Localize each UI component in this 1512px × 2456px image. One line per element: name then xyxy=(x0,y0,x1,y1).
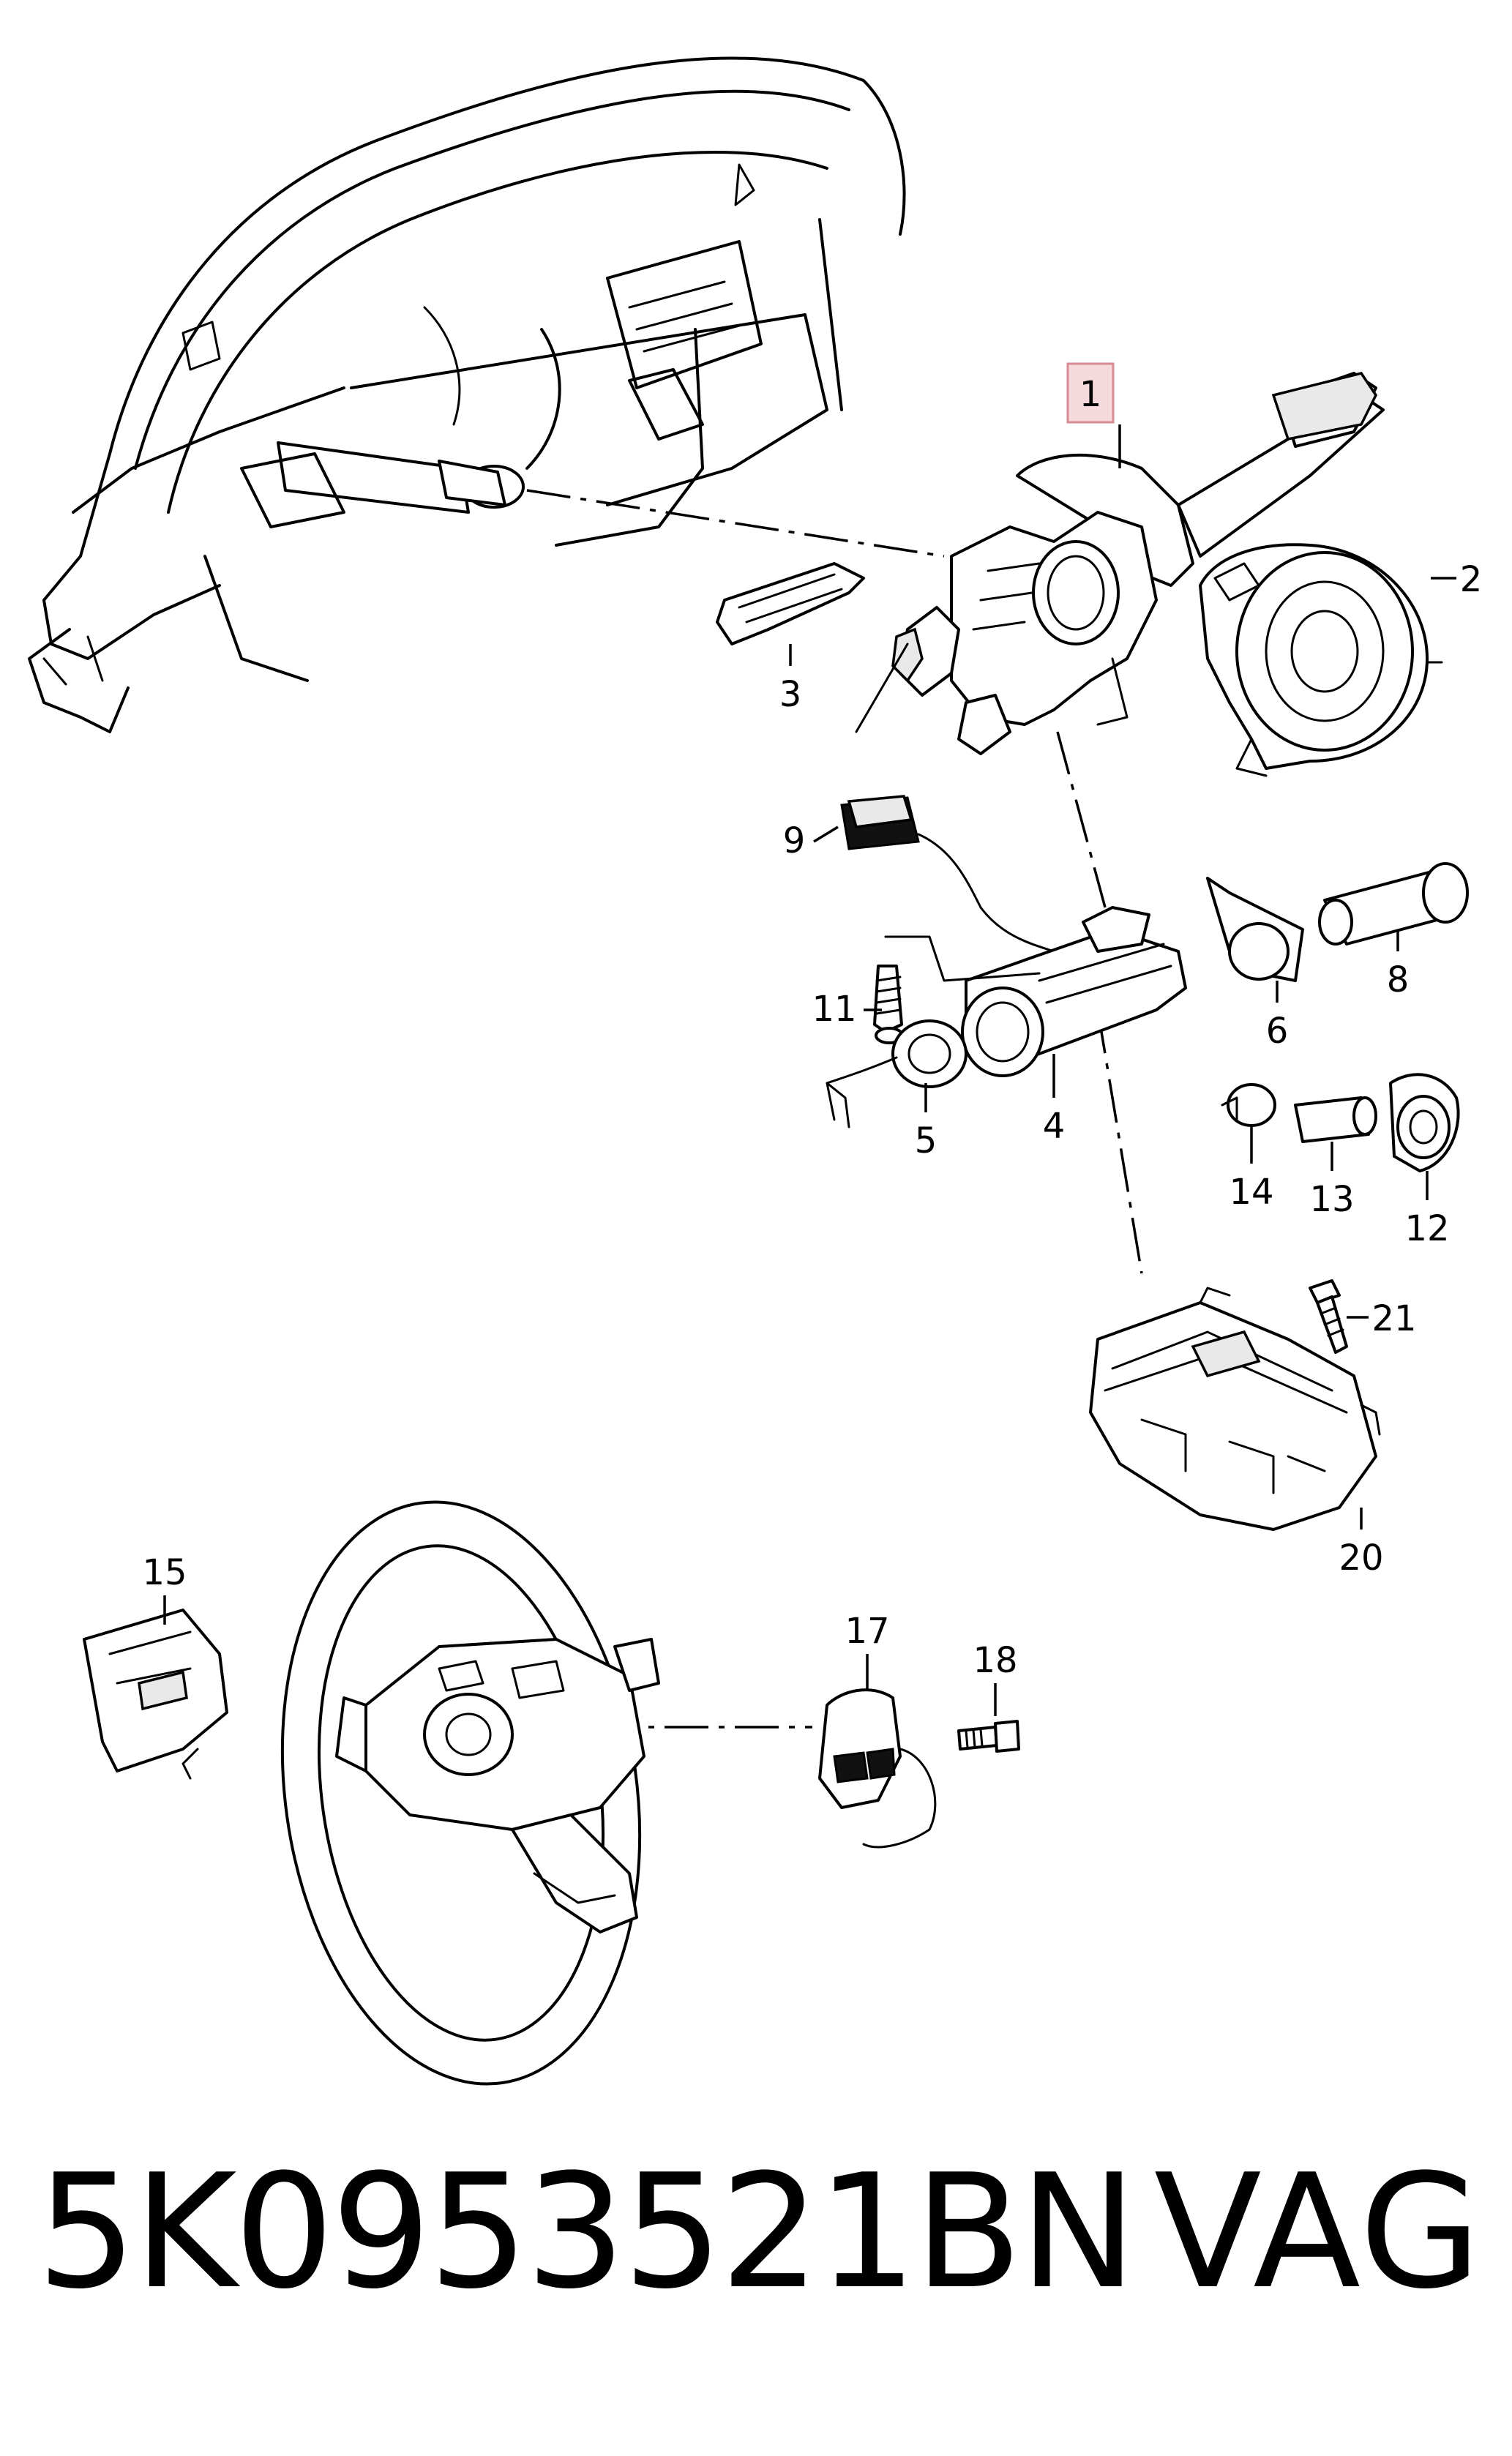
part-14-ring xyxy=(1221,1083,1276,1127)
callout-20: 20 xyxy=(1339,1538,1383,1579)
callout-5: 5 xyxy=(915,1120,937,1161)
dashboard-frame xyxy=(28,56,906,733)
callout-15: 15 xyxy=(142,1552,187,1593)
callout-1: 1 xyxy=(1079,374,1102,415)
part-18-bolt xyxy=(957,1720,1020,1753)
callout-8: 8 xyxy=(1387,959,1410,1000)
part-15-switch-left xyxy=(83,1609,228,1780)
leader-1-to-4 xyxy=(1056,731,1107,908)
callout-18: 18 xyxy=(973,1640,1017,1681)
part-9-connector xyxy=(840,795,1055,953)
callout-9: 9 xyxy=(783,820,806,861)
part-13-start-button xyxy=(1294,1096,1377,1143)
leader-column-to-part1 xyxy=(526,489,945,558)
part-1-combination-switch xyxy=(855,372,1385,755)
part-21-bolt xyxy=(1309,1279,1348,1354)
part-8-lock-cylinder xyxy=(1318,862,1469,946)
part-5-ignition-switch xyxy=(826,1019,968,1128)
brand-name: VAG xyxy=(1153,2140,1483,2324)
callout-leaders xyxy=(163,424,1456,1716)
part-17-switch-right xyxy=(818,1688,937,1849)
part-6-trim xyxy=(1206,877,1304,982)
steering-wheel xyxy=(280,1500,660,2086)
callout-13: 13 xyxy=(1309,1179,1354,1220)
callout-21: 21 xyxy=(1371,1298,1416,1339)
callout-6: 6 xyxy=(1266,1011,1289,1052)
leader-4-to-20 xyxy=(1096,1009,1143,1274)
callout-17: 17 xyxy=(845,1611,889,1652)
part-3-bracket xyxy=(716,562,865,645)
part-11-screw xyxy=(873,965,904,1044)
callout-11: 11 xyxy=(812,989,856,1030)
callout-1-highlight xyxy=(1066,362,1115,424)
callout-14: 14 xyxy=(1229,1172,1273,1213)
part-4-lock-housing xyxy=(884,906,1187,1077)
part-2-clock-spring xyxy=(1199,543,1443,777)
callout-12: 12 xyxy=(1404,1208,1449,1249)
callout-2: 2 xyxy=(1460,559,1483,600)
part-20-control-unit xyxy=(1089,1287,1381,1531)
callout-3: 3 xyxy=(779,674,802,715)
part-12-start-button-trim xyxy=(1389,1073,1460,1172)
part-number: 5K0953521BN xyxy=(37,2140,1137,2324)
callout-4: 4 xyxy=(1043,1106,1066,1147)
footer: 5K0953521BN VAG xyxy=(0,2140,1512,2324)
